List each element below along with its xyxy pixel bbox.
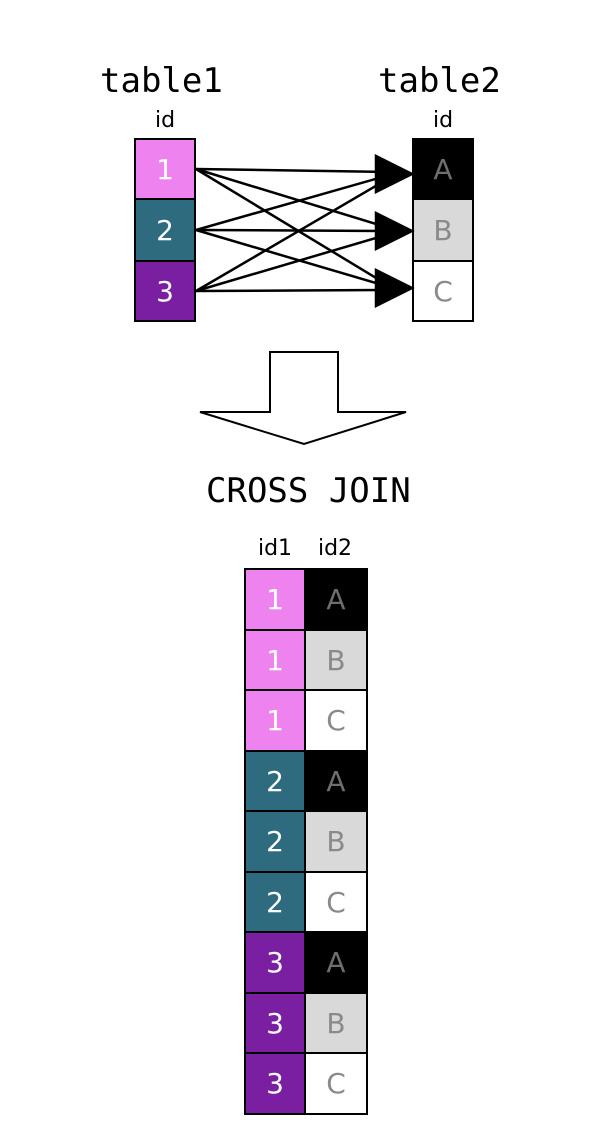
result-cell-id1: 3 [244, 931, 306, 994]
table1-cell-1: 1 [134, 138, 196, 200]
table1-cell-2: 2 [134, 198, 196, 262]
result-cell-id1: 3 [244, 1052, 306, 1115]
result-cell-id2: C [304, 689, 368, 752]
arrow-3-A [195, 178, 387, 293]
arrowhead-b [374, 210, 415, 252]
result-cell-id2: A [304, 931, 368, 994]
result-cell-id1: 1 [244, 629, 306, 691]
arrow-3-C [195, 288, 387, 293]
arrow-2-C [195, 228, 387, 288]
table2-column-header: id [432, 108, 454, 133]
arrow-1-C [195, 167, 387, 286]
result-cell-id1: 3 [244, 992, 306, 1054]
arrow-3-B [195, 233, 387, 293]
table1-title: table1 [100, 61, 223, 101]
table2-cell-c: C [412, 260, 474, 322]
arrow-2-B [195, 228, 387, 233]
down-arrow-icon [199, 351, 407, 446]
arrowhead-c [374, 267, 415, 309]
arrow-2-A [195, 174, 387, 232]
result-cell-id1: 2 [244, 871, 306, 933]
result-cell-id2: B [304, 992, 368, 1054]
result-column-header-id1: id1 [257, 536, 293, 561]
result-cell-id2: C [304, 871, 368, 933]
table2-title: table2 [378, 61, 501, 101]
table2-cell-b: B [412, 198, 474, 262]
result-cell-id2: B [304, 810, 368, 873]
table2-cell-a: A [412, 138, 474, 200]
result-column-header-id2: id2 [317, 536, 353, 561]
arrow-1-A [195, 167, 387, 174]
result-cell-id1: 2 [244, 750, 306, 812]
result-cell-id1: 1 [244, 689, 306, 752]
arrow-1-B [195, 167, 387, 229]
result-cell-id2: A [304, 568, 368, 631]
operation-label: CROSS JOIN [206, 471, 411, 511]
result-cell-id2: B [304, 629, 368, 691]
join-arrows [195, 153, 415, 309]
result-cell-id2: C [304, 1052, 368, 1115]
result-cell-id1: 2 [244, 810, 306, 873]
result-cell-id1: 1 [244, 568, 306, 631]
arrowhead-a [374, 153, 415, 195]
table1-cell-3: 3 [134, 260, 196, 322]
table1-column-header: id [154, 108, 176, 133]
result-cell-id2: A [304, 750, 368, 812]
